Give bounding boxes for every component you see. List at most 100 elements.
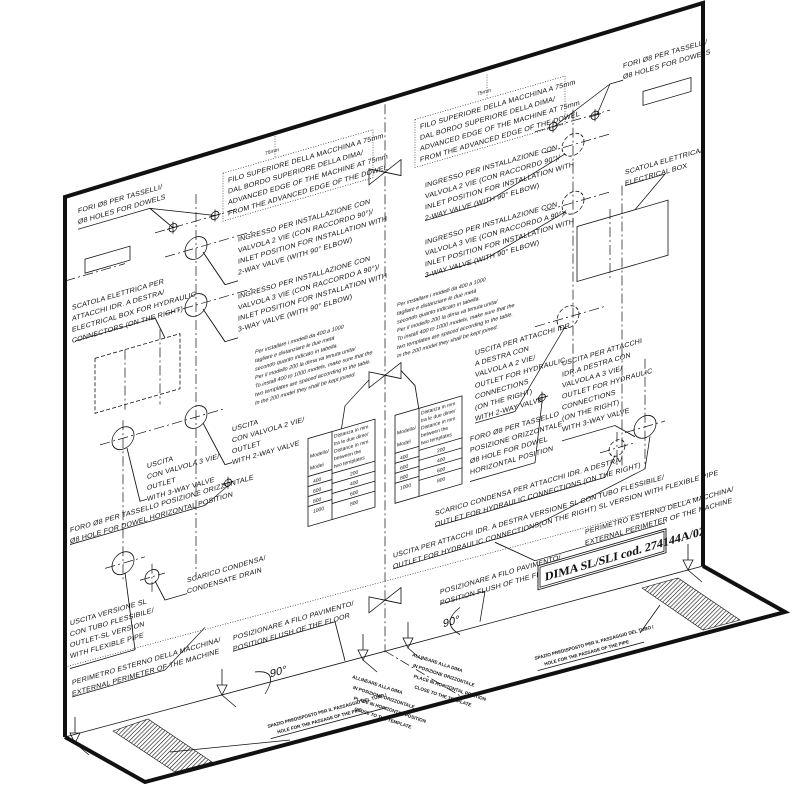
table-cell-distance: 400 [437, 456, 445, 464]
center-line [600, 442, 635, 454]
table-divider [419, 437, 462, 451]
table-cell-distance: 200 [350, 469, 358, 477]
pipe-space-hatch-left [112, 718, 213, 773]
floor-reference-arrow-icon [357, 634, 378, 673]
table-row-divider [332, 470, 375, 484]
hole-marker [144, 569, 160, 585]
leader-line [339, 379, 370, 439]
floor-reference-arrow-icon [402, 622, 423, 661]
floor-reference-arrow-icon [682, 544, 703, 583]
table-cell-model: 1000 [313, 506, 324, 515]
leader-line [537, 641, 645, 672]
left-electrical-box-label: SCATOLA ELETTRICA PERATTACCHI IDR. A DES… [72, 268, 196, 345]
spacing-table-left: Modello/Model Distanza in mmtra le due di… [307, 418, 376, 528]
table-row-divider [419, 467, 462, 481]
wall-floor-junction [64, 565, 704, 738]
floor-reference-arrow-icon [69, 717, 90, 756]
valve-icon [368, 158, 402, 186]
table-cell-distance: 200 [437, 446, 445, 454]
leader-line [475, 326, 566, 424]
hole-marker [561, 132, 585, 157]
leader-line [154, 580, 187, 601]
center-line [100, 408, 225, 446]
table-divider [332, 460, 375, 474]
table-cell-model: 800 [313, 497, 321, 505]
leader-line [202, 422, 232, 466]
leader-line [72, 627, 206, 698]
table-header-line: Modello/ [397, 425, 416, 437]
table-cell-distance: 400 [350, 479, 358, 487]
table-header-model: Modello/Model [310, 448, 329, 472]
table-row-divider [308, 469, 332, 477]
floor-reference-arrow-icon [216, 669, 237, 708]
hole-marker [633, 414, 657, 439]
floor-outline [64, 564, 791, 785]
table-cell-model: 600 [400, 463, 408, 471]
leader-line [562, 425, 636, 442]
table-header-distance: Distanza in mmtra le due dime/Distance i… [334, 424, 369, 470]
table-row-divider [395, 455, 419, 464]
table-cell-distance: 600 [437, 466, 445, 474]
table-header-line: Model [397, 439, 411, 449]
crosshair-icon [547, 120, 559, 133]
leader-line [625, 173, 667, 210]
valve-icon [368, 586, 402, 614]
center-line [165, 287, 255, 315]
table-cell-distance: 800 [437, 476, 445, 484]
table-cell-model: 600 [313, 487, 321, 495]
hole-marker [608, 439, 626, 457]
table-row-divider [308, 499, 332, 507]
leader-line [425, 211, 566, 278]
center-line [105, 556, 145, 569]
electrical-box-outline-left [94, 333, 181, 414]
leader-line [78, 207, 216, 230]
top-edge-note-box-right [414, 75, 566, 168]
leader-line [425, 153, 566, 222]
table-cell-distance: 800 [350, 499, 358, 507]
pipe-space-hatch-right [641, 577, 741, 631]
table-header-model: Modello/Model [397, 425, 416, 449]
label-plate-icon [642, 76, 692, 106]
hole-marker [184, 293, 208, 317]
table-row-divider [419, 447, 462, 461]
table-header-line: Modello/ [310, 448, 329, 460]
left-angle-label: 90° [270, 664, 287, 681]
left-outlet-2way-line: WITH 2-WAY VALVE [232, 439, 300, 466]
table-row-divider [332, 480, 375, 494]
right-electrical-box-label: SCATOLA ELETTRICA/ELECTRICAL BOX [625, 146, 702, 187]
leader-line [202, 308, 238, 343]
leader-line [393, 436, 651, 570]
leader-line [70, 572, 136, 669]
leader-line [270, 707, 387, 740]
angle-arc-icon [449, 607, 461, 635]
hole-marker [184, 405, 208, 429]
leader-line [126, 447, 147, 502]
hole-marker [556, 305, 580, 330]
table-cell-distance: 600 [350, 489, 358, 497]
right-outlet-3way-label: USCITA PER ATTACCHIIDR.A DESTRA CONVALVO… [562, 334, 652, 434]
center-line [65, 263, 125, 282]
crosshair-icon [222, 476, 234, 489]
crosshair-icon [589, 109, 601, 122]
top-edge-note-box-left [222, 129, 374, 222]
left-floor-flush-label: POSIZIONARE A FILO PAVIMENTO/POSITION FL… [233, 599, 354, 653]
valve-icon [368, 361, 402, 389]
left-outlet-2way-label: USCITACON VALVOLA 2 VIE/OUTLETWITH 2-WAY… [232, 405, 304, 467]
right-dowel-holes-label: FORI Ø8 PER TASSELLI/Ø8 HOLES FOR DOWELS [623, 37, 711, 81]
table-cell-model: 400 [400, 453, 408, 461]
left-outlet-sl-label: USCITA VERSIONE SLCON TUBO FLESSIBILE/OU… [70, 595, 154, 660]
label-plate-icon [84, 245, 131, 274]
center-line [165, 230, 255, 258]
leader-line [233, 621, 346, 662]
leader-line [470, 401, 543, 482]
table-row-divider [395, 475, 419, 484]
table-row-divider [395, 445, 419, 454]
floor-fold-line [384, 650, 463, 698]
electrical-box-outline-right [576, 199, 669, 283]
hole-marker [561, 190, 585, 215]
right-dim-75-label: 75mm [477, 88, 491, 98]
code-plate-inner [539, 530, 665, 588]
leader-line [554, 79, 623, 127]
